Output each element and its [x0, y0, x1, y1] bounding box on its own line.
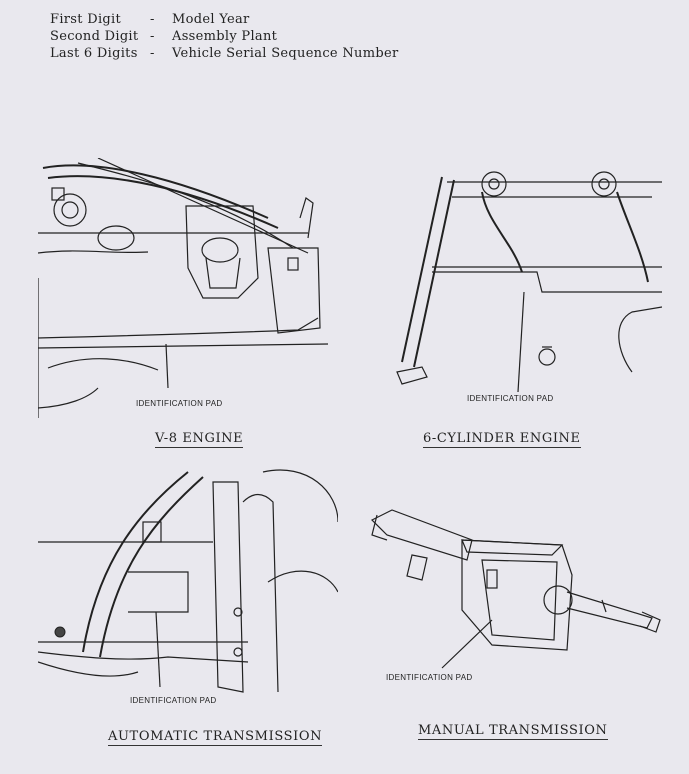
automatic-transmission-illustration: IDENTIFICATION PAD	[38, 469, 338, 705]
six-cylinder-engine-caption: 6-CYLINDER ENGINE	[423, 431, 581, 448]
legend-dash: -	[150, 12, 155, 27]
legend-label: Last 6 Digits	[50, 46, 138, 61]
manual-transmission-caption: MANUAL TRANSMISSION	[418, 723, 608, 740]
v8-engine-figure: IDENTIFICATION PAD	[38, 158, 338, 428]
legend-label: First Digit	[50, 12, 122, 27]
v8-engine-illustration: IDENTIFICATION PAD	[38, 158, 329, 418]
legend-dash: -	[150, 29, 155, 44]
legend-meaning: Assembly Plant	[172, 29, 278, 44]
v8-pad-label: IDENTIFICATION PAD	[136, 399, 222, 408]
legend-meaning: Model Year	[172, 12, 250, 27]
six-cylinder-engine-illustration: IDENTIFICATION PAD	[396, 171, 662, 403]
automatic-transmission-caption: AUTOMATIC TRANSMISSION	[108, 729, 323, 746]
automatic-transmission-figure: IDENTIFICATION PAD	[38, 462, 338, 722]
six-pad-label: IDENTIFICATION PAD	[467, 394, 553, 403]
legend-dash: -	[150, 46, 155, 61]
six-cylinder-engine-figure: IDENTIFICATION PAD	[362, 162, 662, 422]
manual-pad-label: IDENTIFICATION PAD	[386, 673, 472, 682]
manual-transmission-figure: IDENTIFICATION PAD	[362, 500, 667, 700]
v8-engine-caption: V-8 ENGINE	[155, 431, 244, 448]
manual-transmission-illustration: IDENTIFICATION PAD	[370, 509, 661, 682]
auto-pad-label: IDENTIFICATION PAD	[130, 696, 216, 705]
legend-meaning: Vehicle Serial Sequence Number	[172, 46, 399, 61]
legend-label: Second Digit	[50, 29, 139, 44]
